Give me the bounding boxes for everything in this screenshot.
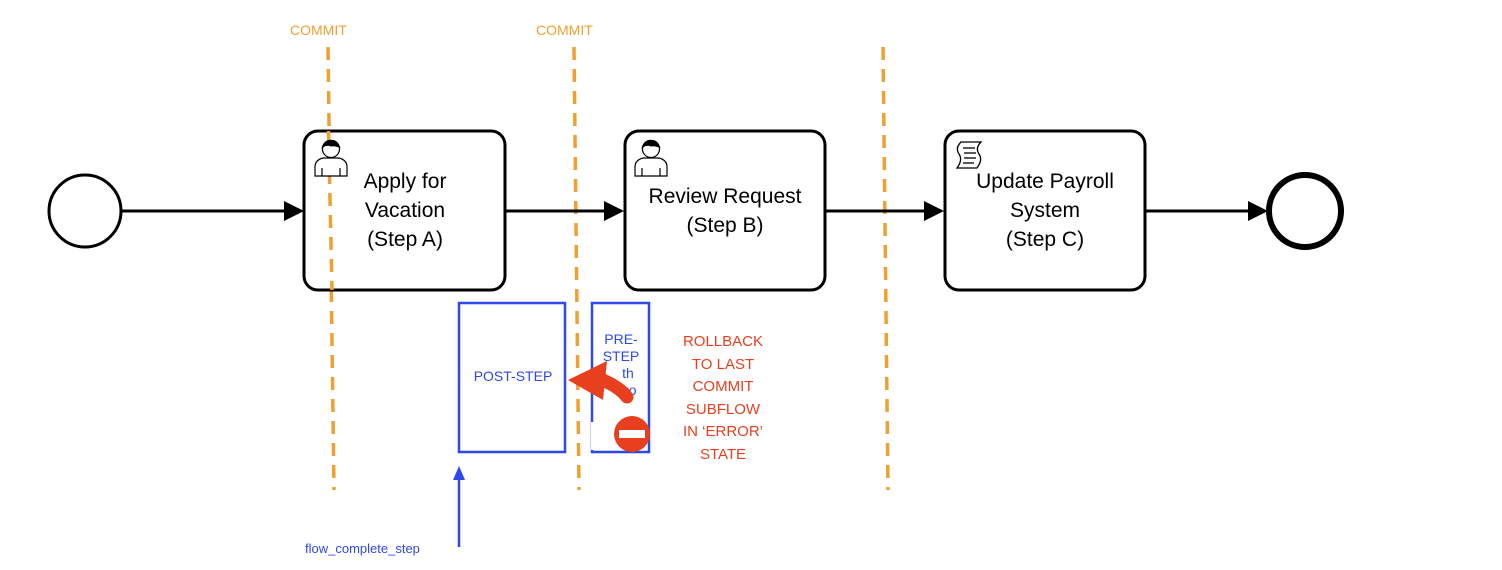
- task-box-b[interactable]: [623, 129, 827, 292]
- rollback-note-line-6: STATE: [699, 445, 747, 463]
- pre-step-label-line-2: STEP: [602, 348, 640, 364]
- post-step-box[interactable]: [457, 301, 567, 454]
- task-label-a-line-3: (Step A): [367, 228, 443, 251]
- rollback-note-line-2: TO LAST: [691, 355, 755, 373]
- start-event[interactable]: [47, 173, 123, 249]
- task-box-c[interactable]: [943, 129, 1147, 292]
- task-label-c-line-3: (Step C): [1005, 228, 1085, 251]
- task-label-a: Apply for Vacation (Step A): [315, 167, 495, 254]
- task-label-a-line-2: Vacation: [364, 199, 446, 222]
- rollback-note: ROLLBACK TO LAST COMMIT SUBFLOW IN ‘ERRO…: [663, 331, 783, 466]
- user-icon: [314, 139, 348, 177]
- api-call-arrow: [453, 466, 465, 547]
- rollback-note-line-4: SUBFLOW: [685, 400, 761, 418]
- pre-step-label-line-1: PRE-: [604, 331, 638, 347]
- rollback-note-line-3: COMMIT: [692, 378, 754, 395]
- task-box-a[interactable]: [302, 129, 507, 292]
- error-stop-icon: [614, 416, 650, 452]
- task-label-b-line-2: (Step B): [686, 214, 764, 237]
- task-label-c-line-1: Update Payroll: [976, 170, 1114, 193]
- commit-line-2: [572, 46, 581, 491]
- script-icon: [955, 141, 983, 169]
- task-label-b: Review Request (Step B): [630, 182, 820, 240]
- post-step-label: POST-STEP: [473, 368, 553, 384]
- end-event[interactable]: [1266, 172, 1344, 250]
- commit-label-2: COMMIT: [536, 22, 593, 38]
- rollback-note-line-1: ROLLBACK: [682, 333, 764, 350]
- task-label-a-line-1: Apply for: [363, 170, 447, 193]
- pre-step-label-line-3: th: [622, 365, 634, 381]
- user-icon: [634, 139, 668, 177]
- task-label-c-line-2: System: [1009, 199, 1080, 222]
- sequence-flow-start-a: [121, 201, 304, 221]
- commit-label-1: COMMIT: [290, 22, 347, 38]
- rollback-note-line-5: IN ‘ERROR’: [682, 423, 763, 440]
- task-label-c: Update Payroll System (Step C): [950, 167, 1140, 254]
- task-label-b-line-1: Review Request: [648, 185, 802, 208]
- sequence-flow-b-c: [826, 201, 944, 221]
- commit-line-3: [881, 46, 890, 491]
- sequence-flow-c-end: [1146, 201, 1268, 221]
- sequence-flow-a-b: [506, 201, 624, 221]
- api-call-label: flow_complete_step: [305, 541, 420, 556]
- rollback-arrow: [568, 361, 634, 404]
